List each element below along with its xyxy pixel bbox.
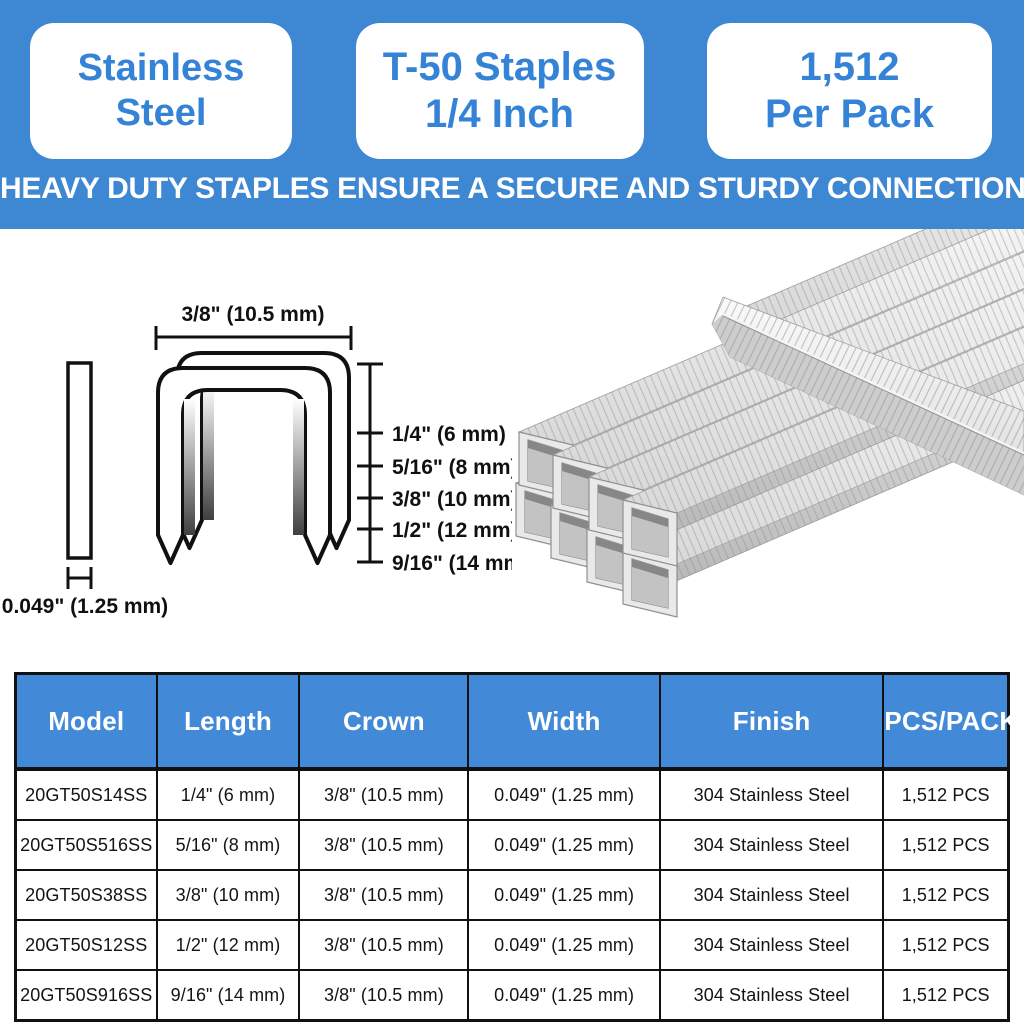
badge-t50-staples: T-50 Staples 1/4 Inch [355, 23, 644, 159]
table-cell: 1,512 PCS [882, 869, 1010, 921]
table-cell: 304 Stainless Steel [658, 919, 885, 971]
table-cell: 0.049" (1.25 mm) [467, 869, 661, 921]
crown-width-label: 3/8" (10.5 mm) [181, 303, 324, 326]
table-cell: 304 Stainless Steel [658, 768, 885, 821]
table-cell: 304 Stainless Steel [658, 869, 885, 921]
table-cell: 0.049" (1.25 mm) [467, 819, 661, 871]
table-cell: 0.049" (1.25 mm) [467, 919, 661, 971]
table-cell: 20GT50S12SS [14, 919, 158, 971]
badge-line: 1/4 Inch [425, 92, 574, 136]
table-cell: 3/8" (10.5 mm) [298, 919, 470, 971]
length-label: 9/16" (14 mm) [392, 552, 512, 575]
badge-line: Stainless [77, 47, 245, 90]
table-cell: 1,512 PCS [882, 919, 1010, 971]
table-cell: 0.049" (1.25 mm) [467, 969, 661, 1022]
length-label: 5/16" (8 mm) [392, 456, 512, 479]
badge-line: Per Pack [764, 92, 935, 136]
staples-product-photo [515, 229, 1024, 618]
table-cell: 20GT50S516SS [14, 819, 158, 871]
table-cell: 1,512 PCS [882, 819, 1010, 871]
wire-width-label: 0.049" (1.25 mm) [2, 595, 168, 618]
badge-row: Stainless Steel T-50 Staples 1/4 Inch 1,… [0, 0, 1024, 159]
top-banner: Stainless Steel T-50 Staples 1/4 Inch 1,… [0, 0, 1024, 229]
table-cell: 20GT50S14SS [14, 768, 158, 821]
column-header: PCS/PACK [882, 672, 1018, 771]
length-dimension-scale [357, 362, 383, 564]
staple-side-view: 0.049" (1.25 mm) [2, 361, 168, 618]
badge-line: T-50 Staples [382, 44, 617, 89]
table-cell: 3/8" (10 mm) [155, 869, 301, 921]
crossing-staple-stick [711, 296, 1024, 496]
staple-front [156, 366, 332, 565]
length-labels: 1/4" (6 mm) 5/16" (8 mm) 3/8" (10 mm) 1/… [392, 423, 512, 575]
table-cell: 9/16" (14 mm) [155, 969, 301, 1022]
badge-line: 1,512 [799, 44, 900, 89]
table-cell: 20GT50S38SS [14, 869, 158, 921]
column-header: Finish [658, 672, 885, 771]
staple-dimensions-diagram: 0.049" (1.25 mm) 3/8" (10.5 mm) [2, 303, 512, 618]
table-cell: 0.049" (1.25 mm) [467, 768, 661, 821]
badge-stainless-steel: Stainless Steel [30, 23, 292, 159]
table-cell: 3/8" (10.5 mm) [298, 969, 470, 1022]
column-header: Crown [298, 672, 470, 771]
middle-section: 0.049" (1.25 mm) 3/8" (10.5 mm) [0, 229, 1024, 660]
length-label: 3/8" (10 mm) [392, 488, 512, 511]
table-cell: 3/8" (10.5 mm) [298, 768, 470, 821]
column-header: Model [14, 672, 158, 771]
table-cell: 5/16" (8 mm) [155, 819, 301, 871]
table-cell: 304 Stainless Steel [658, 819, 885, 871]
table-cell: 1/4" (6 mm) [155, 768, 301, 821]
table-cell: 304 Stainless Steel [658, 969, 885, 1022]
badge-line: Steel [115, 92, 207, 134]
banner-heading: HEAVY DUTY STAPLES ENSURE A SECURE AND S… [0, 172, 1024, 205]
table-cell: 1/2" (12 mm) [155, 919, 301, 971]
crown-dimension: 3/8" (10.5 mm) [154, 303, 353, 350]
table-cell: 1,512 PCS [882, 768, 1010, 821]
badge-per-pack: 1,512 Per Pack [707, 23, 992, 159]
table-cell: 3/8" (10.5 mm) [298, 819, 470, 871]
column-header: Width [467, 672, 661, 771]
table-cell: 20GT50S916SS [14, 969, 158, 1022]
column-header: Length [155, 672, 301, 771]
length-label: 1/2" (12 mm) [392, 519, 512, 542]
table-cell: 1,512 PCS [882, 969, 1010, 1022]
length-label: 1/4" (6 mm) [392, 423, 506, 446]
table-cell: 3/8" (10.5 mm) [298, 869, 470, 921]
